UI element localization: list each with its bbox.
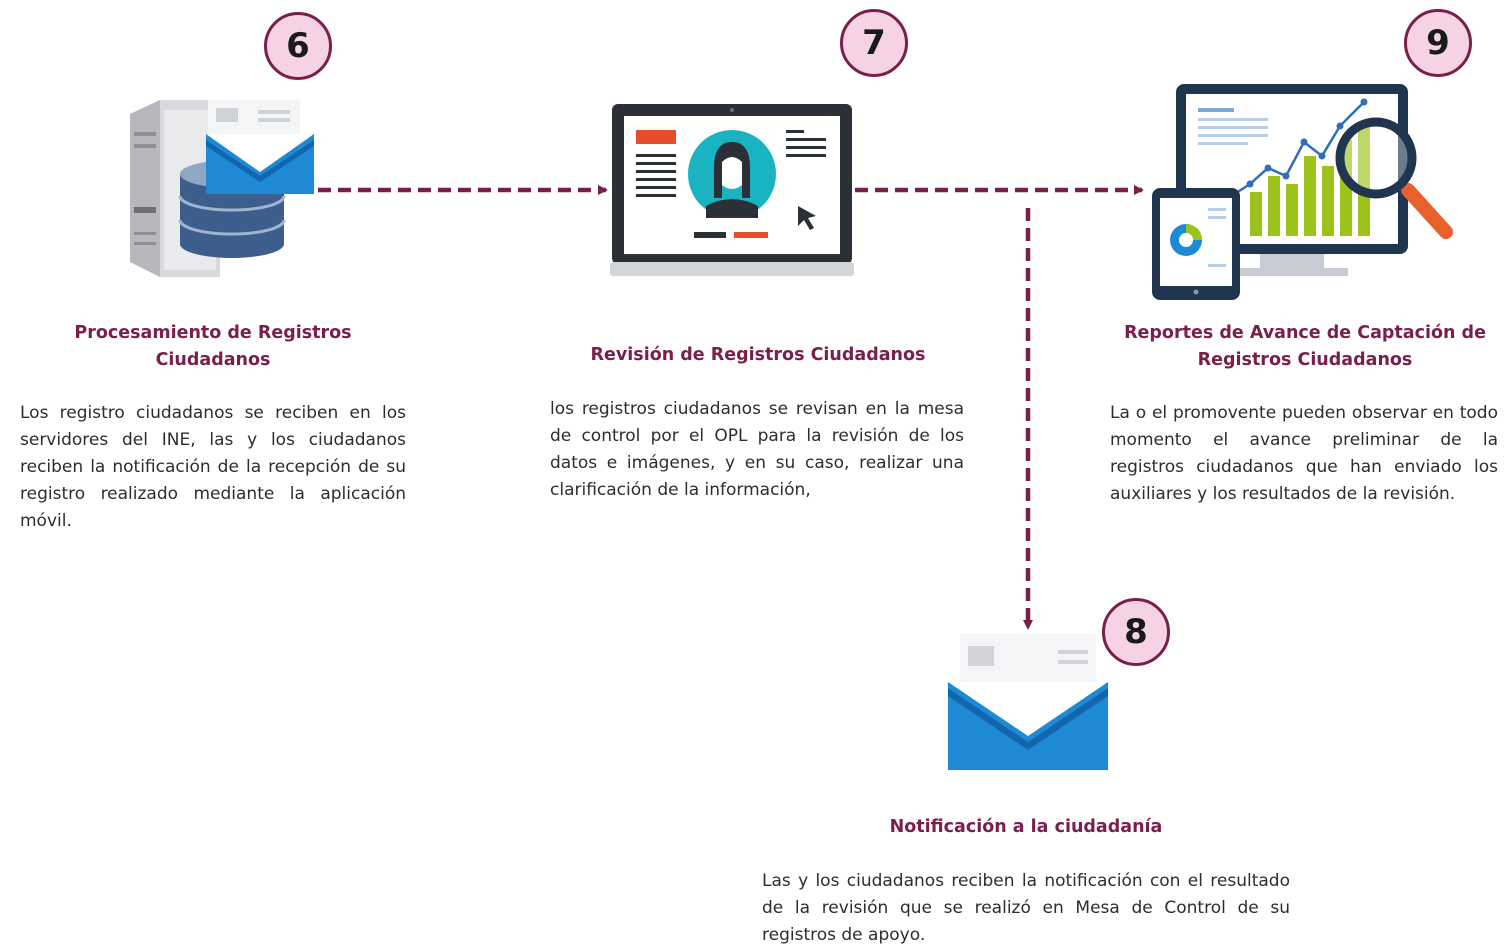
step-title-7: Revisión de Registros Ciudadanos [590, 345, 926, 365]
step-title-6: Procesamiento de Registros Ciudadanos [74, 323, 352, 370]
step-title-9: Reportes de Avance de Captación de Regis… [1124, 323, 1486, 370]
step-title-8: Notificación a la ciudadanía [889, 817, 1163, 837]
step-badge-8: 8 [1102, 598, 1170, 666]
step-description-7: los registros ciudadanos se revisan en l… [550, 399, 964, 500]
step-badge-7: 7 [840, 9, 908, 77]
step-number: 8 [1124, 612, 1148, 652]
envelope-letter-icon [948, 634, 1108, 770]
step-description-9: La o el promovente pueden observar en to… [1110, 403, 1498, 504]
step-description-6: Los registro ciudadanos se reciben en lo… [20, 403, 406, 531]
report-chart-magnifier-icon [1152, 84, 1453, 300]
monitor-profile-icon [610, 104, 854, 276]
step-number: 6 [286, 26, 310, 66]
step-number: 7 [862, 23, 886, 63]
server-database-envelope-icon [130, 100, 314, 277]
step-badge-9: 9 [1404, 9, 1472, 77]
step-badge-6: 6 [264, 12, 332, 80]
step-description-8: Las y los ciudadanos reciben la notifica… [762, 871, 1290, 945]
step-number: 9 [1426, 23, 1450, 63]
